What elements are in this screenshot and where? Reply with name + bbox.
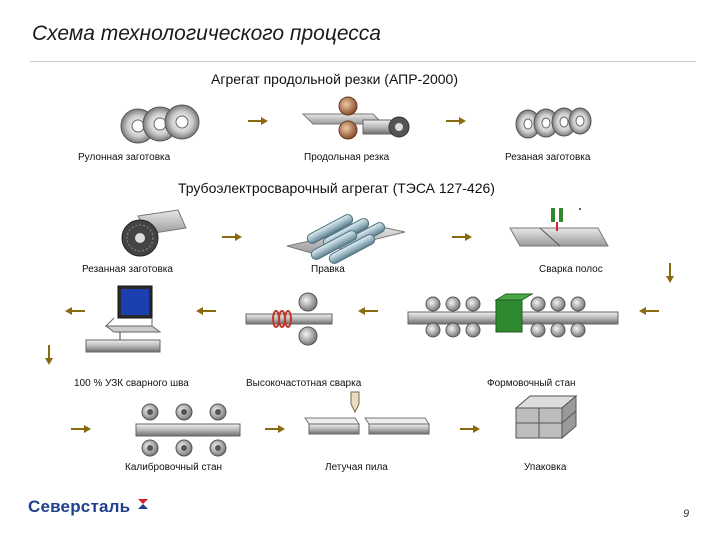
slitting-image: [301, 96, 410, 140]
arrow-down-icon: [666, 263, 674, 283]
section-apr-heading: Агрегат продольной резки (АПР-2000): [211, 71, 459, 87]
cut-blank-image: [515, 107, 592, 139]
caption-strip-welding: Сварка полос: [539, 264, 603, 275]
arrow-right-icon: [265, 425, 285, 433]
section-tesa-heading: Трубоэлектросварочный агрегат (ТЭСА 127-…: [178, 180, 495, 196]
caption-packing: Упаковка: [524, 462, 567, 473]
coil-blank-image: [120, 104, 200, 144]
arrow-left-icon: [358, 307, 378, 315]
brand-logo-text: Северсталь: [28, 497, 131, 516]
logo-mark-icon: [138, 499, 149, 509]
flying-saw-image: [304, 391, 430, 435]
hf-welding-image: [245, 292, 333, 346]
caption-coil-blank: Рулонная заготовка: [78, 152, 171, 163]
strip-welding-image: [509, 208, 609, 247]
packing-image: [514, 394, 578, 440]
arrow-right-icon: [452, 233, 472, 241]
page-number: 9: [683, 508, 690, 520]
page-title: Схема технологического процесса: [32, 22, 381, 45]
arrow-down-icon: [45, 345, 53, 365]
sizing-mill-image: [135, 403, 241, 457]
arrow-left-icon: [196, 307, 216, 315]
straightening-image: [286, 214, 406, 264]
arrow-right-icon: [460, 425, 480, 433]
arrow-right-icon: [446, 117, 466, 125]
forming-mill-image: [407, 293, 619, 338]
arrow-right-icon: [71, 425, 91, 433]
caption-flying-saw: Летучая пила: [325, 462, 388, 473]
arrow-right-icon: [248, 117, 268, 125]
caption-ultrasonic: 100 % УЗК сварного шва: [74, 378, 189, 389]
caption-slitting: Продольная резка: [304, 152, 390, 163]
arrow-left-icon: [65, 307, 85, 315]
caption-straightening: Правка: [311, 264, 345, 275]
arrow-right-icon: [222, 233, 242, 241]
caption-cut-blank-2: Резанная заготовка: [82, 264, 173, 275]
caption-forming-mill: Формовочный стан: [487, 378, 576, 389]
brand-logo: Северсталь: [28, 497, 150, 517]
cut-coil-image: [121, 209, 187, 257]
caption-hf-welding: Высокочастотная сварка: [246, 378, 362, 389]
caption-cut-blank-1: Резаная заготовка: [505, 152, 591, 163]
arrow-left-icon: [639, 307, 659, 315]
title-divider: [30, 61, 696, 62]
caption-sizing-mill: Калибровочный стан: [125, 462, 223, 473]
ultrasonic-testing-image: [85, 285, 162, 353]
